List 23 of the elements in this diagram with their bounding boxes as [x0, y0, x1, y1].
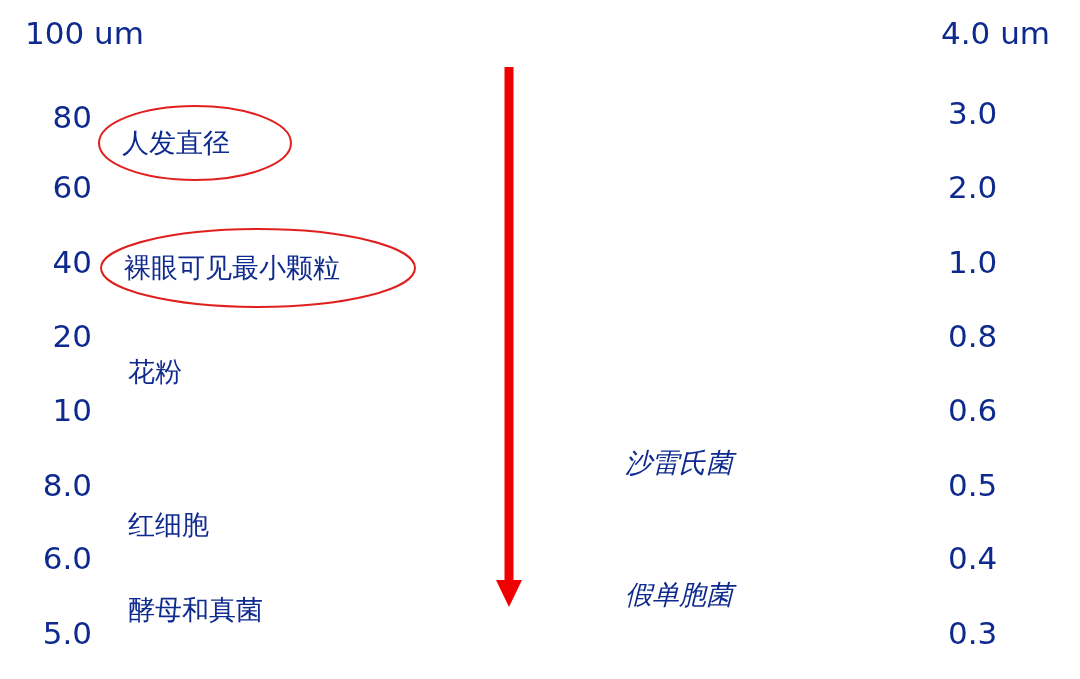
particle-label: 裸眼可见最小颗粒 — [124, 251, 340, 285]
scale-value: 0.4 — [948, 540, 998, 576]
scale-value: 10 — [52, 392, 92, 428]
scale-value: 60 — [52, 169, 92, 205]
scale-value: 0.6 — [948, 392, 998, 428]
scale-value: 3.0 — [948, 95, 998, 131]
scale-value: 4.0 um — [941, 15, 1050, 51]
scale-value: 100 um — [25, 15, 144, 51]
particle-label: 人发直径 — [122, 126, 230, 160]
scale-value: 0.3 — [948, 615, 998, 651]
scale-value: 80 — [52, 99, 92, 135]
particle-label: 花粉 — [128, 357, 182, 387]
scale-value: 8.0 — [42, 467, 92, 503]
particle-label: 红细胞 — [128, 510, 209, 540]
scale-value: 0.5 — [948, 467, 998, 503]
scale-value: 5.0 — [42, 615, 92, 651]
scale-value: 1.0 — [948, 244, 998, 280]
scale-value: 2.0 — [948, 169, 998, 205]
scale-value: 0.8 — [948, 318, 998, 354]
scale-value: 6.0 — [42, 540, 92, 576]
scale-value: 40 — [52, 244, 92, 280]
scale-value: 20 — [52, 318, 92, 354]
particle-label: 酵母和真菌 — [128, 595, 263, 625]
